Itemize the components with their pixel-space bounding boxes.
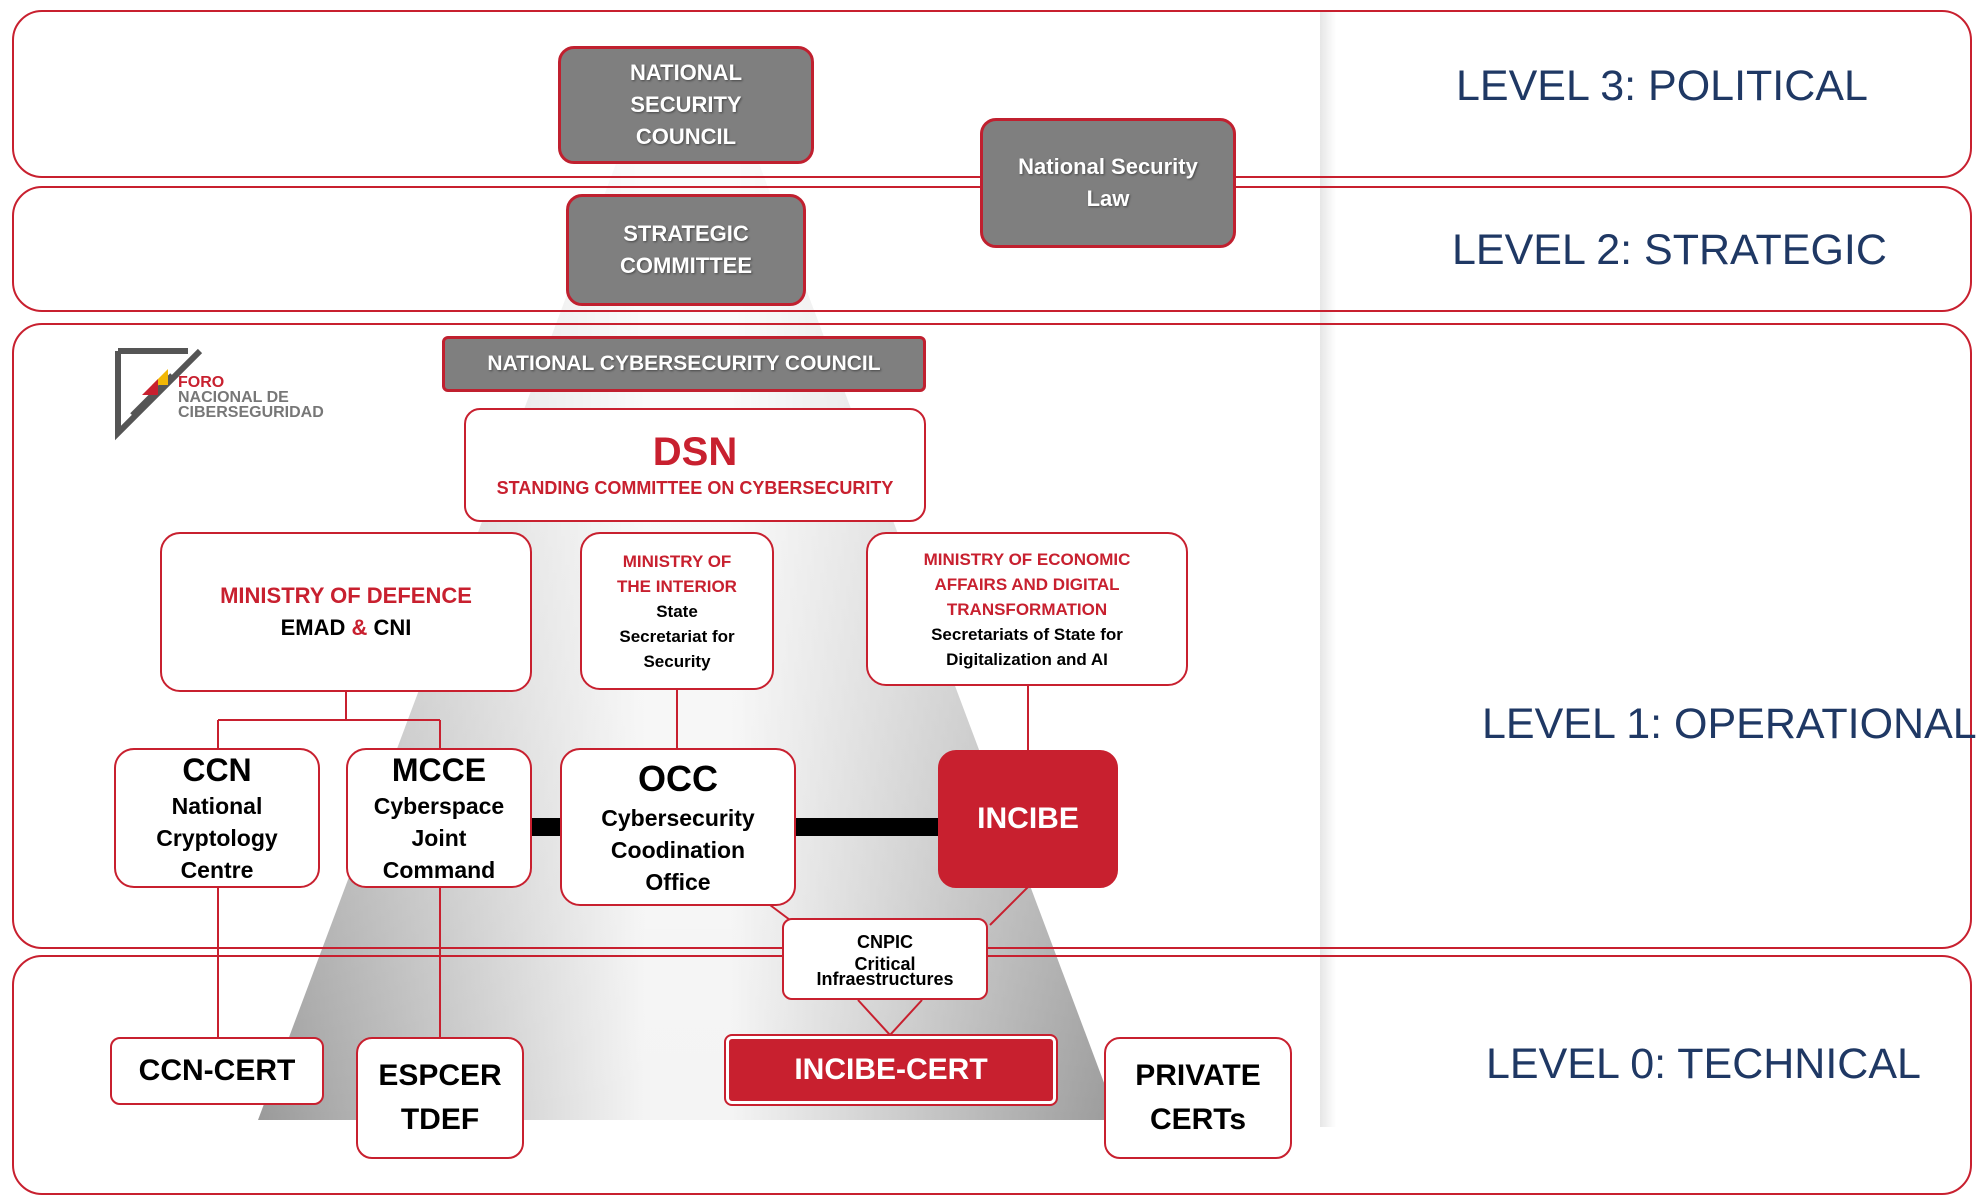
foro-logo-mark-icon [115, 348, 203, 441]
committee-line: COMMITTEE [620, 253, 752, 278]
dsn-title: DSN [652, 430, 738, 474]
ccn-cert-label: CCN-CERT [138, 1054, 296, 1087]
mcce-title: MCCE [391, 752, 487, 788]
panel-shadow [1320, 12, 1336, 1127]
incibe-label: INCIBE [977, 802, 1079, 835]
dsn-box: DSN STANDING COMMITTEE ON CYBERSECURITY [464, 408, 926, 522]
interior-title-line: THE INTERIOR [617, 576, 737, 596]
nsc-line: NATIONAL [629, 60, 743, 85]
espcer-line: ESPCER [378, 1059, 502, 1092]
logo-line-2: NACIONAL DE [178, 389, 289, 406]
interior-body-line: State [656, 601, 698, 621]
ccn-cert-box: CCN-CERT [110, 1037, 324, 1105]
economic-title-line: MINISTRY OF ECONOMIC [923, 549, 1131, 569]
occ-line: Coodination [610, 837, 746, 863]
interior-body-line: Secretariat for [619, 626, 735, 646]
foro-logo: FORO NACIONAL DE CIBERSEGURIDAD [112, 345, 352, 441]
nsc-line: COUNCIL [635, 124, 737, 149]
private-certs-box: PRIVATE CERTs [1104, 1037, 1292, 1159]
ccn-title: CCN [182, 752, 252, 788]
ampersand: & [351, 615, 368, 640]
economic-title-line: TRANSFORMATION [946, 599, 1108, 619]
incibe-box: INCIBE [938, 750, 1118, 888]
cnpic-line-2: Infraestructures [816, 969, 954, 989]
ministry-interior-box: MINISTRY OF THE INTERIOR State Secretari… [580, 532, 774, 690]
cni-label: CNI [373, 615, 412, 640]
private-line: PRIVATE [1135, 1059, 1261, 1092]
ccn-box: CCN National Cryptology Centre [114, 748, 320, 888]
interior-body-line: Security [643, 651, 711, 671]
level-3-label: LEVEL 3: POLITICAL [1456, 62, 1868, 110]
defence-body: EMAD & CNI [281, 612, 412, 644]
private-line: CERTs [1149, 1103, 1247, 1136]
interior-title-line: MINISTRY OF [622, 551, 732, 571]
economic-title-line: AFFAIRS AND DIGITAL [934, 574, 1120, 594]
law-line: Law [1086, 186, 1130, 211]
cnpic-box: CNPIC Critical Infraestructures [782, 918, 988, 1000]
nsc-line: SECURITY [630, 92, 742, 117]
defence-title: MINISTRY OF DEFENCE [220, 583, 472, 608]
mcce-line: Joint [411, 825, 467, 851]
occ-line: Cybersecurity [601, 805, 755, 831]
band-technical [12, 955, 1972, 1195]
ccn-line: National [171, 793, 263, 819]
committee-line: STRATEGIC [623, 221, 749, 246]
espcer-line: TDEF [400, 1103, 480, 1136]
ministry-defence-box: MINISTRY OF DEFENCE EMAD & CNI [160, 532, 532, 692]
ccn-line: Cryptology [156, 825, 278, 851]
band-operational [12, 323, 1972, 949]
national-security-law-box: National Security Law [980, 118, 1236, 248]
occ-line: Office [645, 869, 711, 895]
logo-line-3: CIBERSEGURIDAD [178, 404, 324, 421]
mcce-box: MCCE Cyberspace Joint Command [346, 748, 532, 888]
incibe-cert-box: INCIBE-CERT [724, 1034, 1058, 1106]
strategic-committee-box: STRATEGIC COMMITTEE [566, 194, 806, 306]
mcce-line: Command [382, 857, 496, 883]
ncc-label: NATIONAL CYBERSECURITY COUNCIL [487, 352, 881, 375]
ccn-line: Centre [180, 857, 254, 883]
national-security-council-box: NATIONAL SECURITY COUNCIL [558, 46, 814, 164]
cnpic-title: CNPIC [856, 932, 913, 952]
mcce-line: Cyberspace [373, 793, 505, 819]
economic-body-line: Digitalization and AI [946, 649, 1108, 669]
ministry-economic-box: MINISTRY OF ECONOMIC AFFAIRS AND DIGITAL… [866, 532, 1188, 686]
level-2-label: LEVEL 2: STRATEGIC [1452, 226, 1887, 274]
level-0-label: LEVEL 0: TECHNICAL [1486, 1040, 1921, 1088]
logo-line-1: FORO [178, 374, 225, 391]
occ-box: OCC Cybersecurity Coodination Office [560, 748, 796, 906]
level-1-label: LEVEL 1: OPERATIONAL [1482, 700, 1977, 748]
emad-label: EMAD [280, 615, 346, 640]
law-line: National Security [1018, 154, 1198, 179]
national-cybersecurity-council-box: NATIONAL CYBERSECURITY COUNCIL [442, 336, 926, 392]
occ-title: OCC [638, 758, 718, 799]
espcer-tdef-box: ESPCER TDEF [356, 1037, 524, 1159]
economic-body-line: Secretariats of State for [931, 624, 1123, 644]
cnpic-line-1: Critical [854, 954, 916, 974]
incibe-cert-label: INCIBE-CERT [794, 1053, 988, 1086]
dsn-subtitle: STANDING COMMITTEE ON CYBERSECURITY [496, 478, 894, 498]
